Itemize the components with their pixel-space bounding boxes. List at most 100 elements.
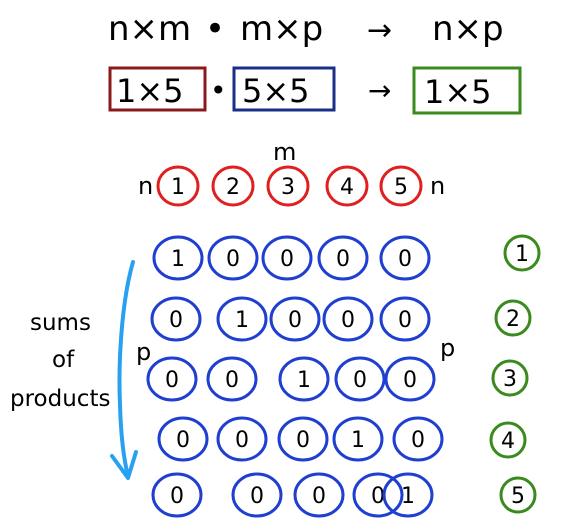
matrix-cell-r2-c3-circle: [269, 296, 321, 342]
matrix-cell-r4-c2: 0: [216, 416, 268, 462]
matrix-cell-r3-c5-circle: [384, 356, 436, 402]
specific-arrow: →: [368, 74, 391, 107]
result-item-1-circle: [503, 234, 541, 272]
result-item-4-value: 4: [501, 429, 515, 454]
matrix-cell-r3-c3: 1: [278, 356, 330, 402]
matrix-cell-r4-c3: 0: [277, 416, 329, 462]
row-vector-item-2-circle: [211, 165, 255, 207]
result-item-4: 4: [489, 421, 527, 459]
matrix-cell-r5-c4: 0: [352, 472, 404, 518]
matrix-cell-r5-c2: 0: [231, 472, 283, 518]
matrix-cell-r1-c1: 1: [152, 235, 204, 281]
matrix-cell-r4-c5-value: 0: [411, 428, 425, 453]
matrix-cell-r1-c5: 0: [379, 235, 431, 281]
matrix-cell-r5-c1: 0: [151, 472, 203, 518]
of-word: of: [52, 347, 75, 373]
result-item-4-circle: [489, 421, 527, 459]
sums-of-products-label: sums of products: [10, 310, 110, 412]
matrix-cell-r4-c2-value: 0: [235, 428, 249, 453]
result-vector: 1 2 3 4 5: [489, 234, 541, 514]
matrix-cell-r3-c3-value: 1: [297, 368, 311, 393]
result-item-3: 3: [491, 359, 529, 397]
row-vector-item-2: 2: [211, 165, 255, 207]
matrix-cell-r1-c4: 0: [317, 235, 369, 281]
matrix-cell-r3-c4-value: 0: [353, 368, 367, 393]
matrix-cell-r3-c5-value: 0: [403, 368, 417, 393]
matrix-cell-r1-c4-value: 0: [336, 247, 350, 272]
matrix-cell-r5-c3-value: 0: [312, 484, 326, 509]
matrix-cell-r5-c1-value: 0: [170, 484, 184, 509]
generic-result-dims: n×p: [432, 9, 504, 49]
matrix-cell-r3-c1-value: 0: [165, 368, 179, 393]
matrix-cell-r5-c2-value: 0: [250, 484, 264, 509]
result-item-5-circle: [499, 476, 537, 514]
p-left-label: p: [136, 338, 151, 366]
specific-right-dims: 5×5: [242, 72, 310, 110]
row-vector-item-3-value: 3: [281, 175, 295, 200]
matrix-cell-r4-c4: 1: [332, 416, 384, 462]
matrix-cell-r1-c5-circle: [379, 235, 431, 281]
matrix-cell-r2-c4: 0: [322, 296, 374, 342]
matrix-cell-r1-c5-value: 0: [398, 247, 412, 272]
matrix-cell-r5-c3: 0: [293, 472, 345, 518]
matrix-cell-r4-c3-value: 0: [296, 428, 310, 453]
matrix-cell-r4-c1: 0: [157, 416, 209, 462]
result-item-5: 5: [499, 476, 537, 514]
result-item-2: 2: [494, 299, 532, 337]
row-vector-item-4-value: 4: [340, 175, 354, 200]
matrix-cell-r3-c4: 0: [334, 356, 386, 402]
matrix-cell-r3-c3-circle: [278, 356, 330, 402]
n-left-label: n: [138, 172, 153, 200]
n-right-label: n: [430, 172, 445, 200]
matrix-cell-r4-c4-value: 1: [351, 428, 365, 453]
row-vector-item-5: 5: [379, 165, 423, 207]
matrix-cell-r5-c4-circle: [352, 472, 404, 518]
result-item-3-circle: [491, 359, 529, 397]
generic-formula: n×m • m×p → n×p: [108, 9, 504, 49]
result-dims-box: [412, 66, 522, 115]
matrix-cell-r5-c5: 1: [382, 472, 434, 518]
matrix-cell-r5-c4-value: 0: [371, 484, 385, 509]
row-vector-item-4-circle: [325, 165, 369, 207]
matrix-cell-r3-c2: 0: [206, 356, 258, 402]
matrix-cell-r2-c5-value: 0: [398, 308, 412, 333]
matrix-cell-r5-c3-circle: [293, 472, 345, 518]
matrix-cell-r2-c1-value: 0: [169, 308, 183, 333]
matrix-cell-r4-c3-circle: [277, 416, 329, 462]
matrix-cell-r2-c1: 0: [150, 296, 202, 342]
matrix-cell-r2-c4-value: 0: [341, 308, 355, 333]
matrix-cell-r4-c1-circle: [157, 416, 209, 462]
matrix-cell-r4-c4-circle: [332, 416, 384, 462]
matrix-cell-r2-c2-circle: [216, 296, 268, 342]
matrix-cell-r4-c5: 0: [392, 416, 444, 462]
matrix-cell-r2-c3: 0: [269, 296, 321, 342]
matrix-cell-r1-c1-circle: [152, 235, 204, 281]
row-vector-item-1-circle: [156, 165, 200, 207]
row-vector-item-1-value: 1: [171, 175, 185, 200]
matrix-cell-r1-c3-value: 0: [280, 247, 294, 272]
products-word: products: [10, 386, 110, 412]
row-vector-item-1: 1: [156, 165, 200, 207]
result-item-1-value: 1: [515, 242, 529, 267]
matrix-cell-r1-c1-value: 1: [171, 247, 185, 272]
sums-word: sums: [30, 310, 91, 336]
generic-arrow: →: [367, 13, 392, 48]
matrix-cell-r5-c5-value: 1: [401, 484, 415, 509]
matrix-cell-r2-c1-circle: [150, 296, 202, 342]
matrix-cell-r4-c2-circle: [216, 416, 268, 462]
matrix-cell-r1-c2: 0: [207, 235, 259, 281]
result-item-1: 1: [503, 234, 541, 272]
matrix-cell-r2-c5: 0: [379, 296, 431, 342]
matrix-cell-r2-c4-circle: [322, 296, 374, 342]
row-vector-item-3: 3: [266, 165, 310, 207]
matrix-cell-r2-c5-circle: [379, 296, 431, 342]
specific-result-dims: 1×5: [424, 73, 492, 111]
matrix-cell-r1-c3: 0: [261, 235, 313, 281]
sums-arrow: [110, 260, 138, 480]
generic-left-dims: n×m: [108, 9, 191, 49]
p-right-label: p: [440, 334, 455, 362]
matrix-cell-r3-c5: 0: [384, 356, 436, 402]
row-vector-item-3-circle: [266, 165, 310, 207]
